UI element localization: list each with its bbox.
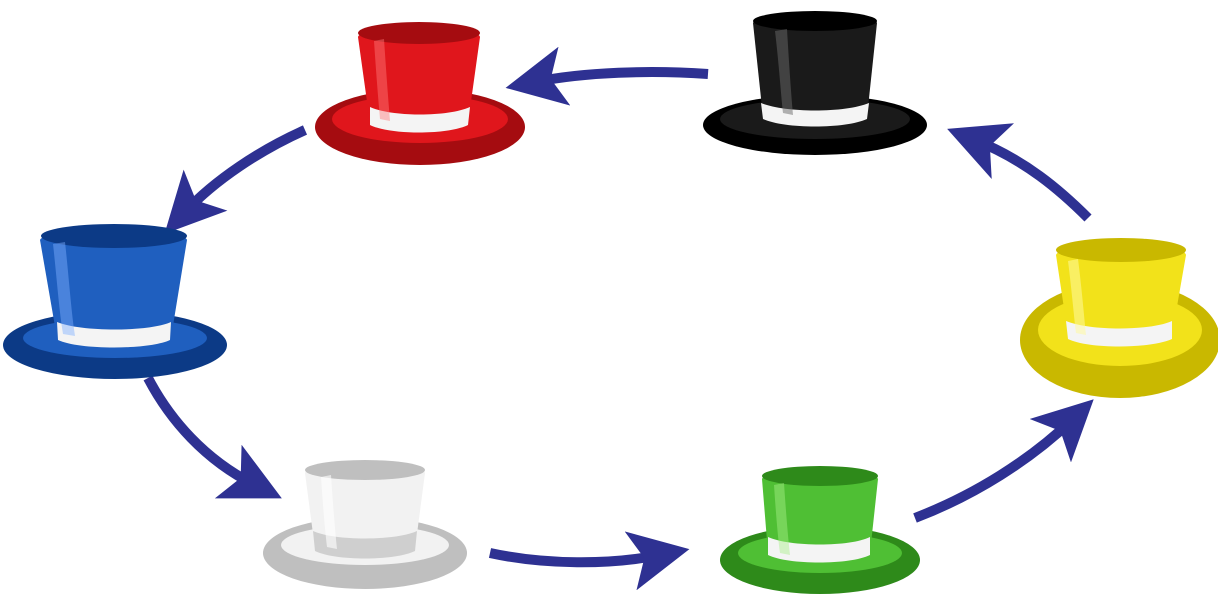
cycle-arrows (148, 72, 1088, 562)
arrow-black-to-red (535, 72, 708, 82)
arrow-white-to-green (490, 553, 660, 562)
red-hat (315, 22, 525, 165)
arrow-red-to-blue (185, 130, 305, 212)
black-hat (703, 11, 927, 155)
yellow-hat (1020, 238, 1218, 398)
blue-hat (3, 224, 227, 379)
arrow-blue-to-white (148, 378, 255, 485)
white-hat (263, 460, 467, 589)
arrow-yellow-to-black (975, 140, 1088, 218)
green-hat (720, 466, 920, 594)
arrow-green-to-yellow (915, 420, 1072, 518)
